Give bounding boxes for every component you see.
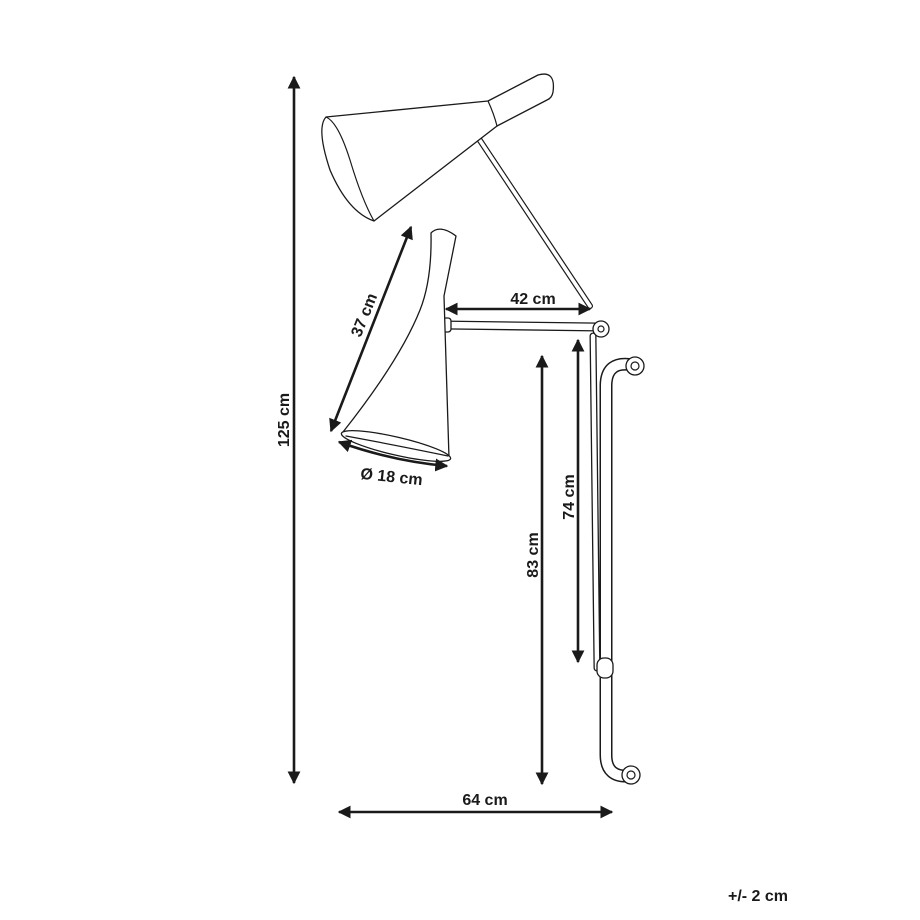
shade-length-arrow [329, 225, 413, 433]
wall-mount [589, 320, 645, 785]
raised-arm-inner [477, 137, 592, 308]
pivot-joint-center [597, 325, 605, 333]
wall-rail-inner [601, 359, 638, 782]
raised-shade [321, 73, 555, 222]
pole-height-label: 74 cm [561, 474, 578, 519]
bottom-wall-bracket [621, 765, 641, 785]
top-wall-bracket [625, 356, 645, 376]
shade-diameter-label: Ø 18 cm [360, 466, 424, 489]
bottom-wall-bracket-screw [626, 770, 636, 780]
horizontal-arm-inner [440, 321, 602, 331]
dimension-lines [287, 75, 614, 819]
arm-length-label: 42 cm [510, 291, 555, 308]
raised-shade-neck [487, 100, 498, 127]
pivot-joint [592, 320, 610, 338]
lowered-shade [342, 228, 457, 459]
pole-clamp [596, 657, 614, 679]
shade-diameter-arrow [337, 439, 449, 472]
top-wall-bracket-screw [630, 361, 640, 371]
total-height-label: 125 cm [276, 393, 293, 447]
total-width-label: 64 cm [462, 792, 507, 809]
pole-inner [590, 333, 600, 671]
tolerance-label: +/- 2 cm [728, 888, 788, 905]
raised-shade-opening [325, 116, 375, 222]
arm-height-label: 83 cm [525, 532, 542, 577]
raised-lamp [321, 73, 593, 309]
